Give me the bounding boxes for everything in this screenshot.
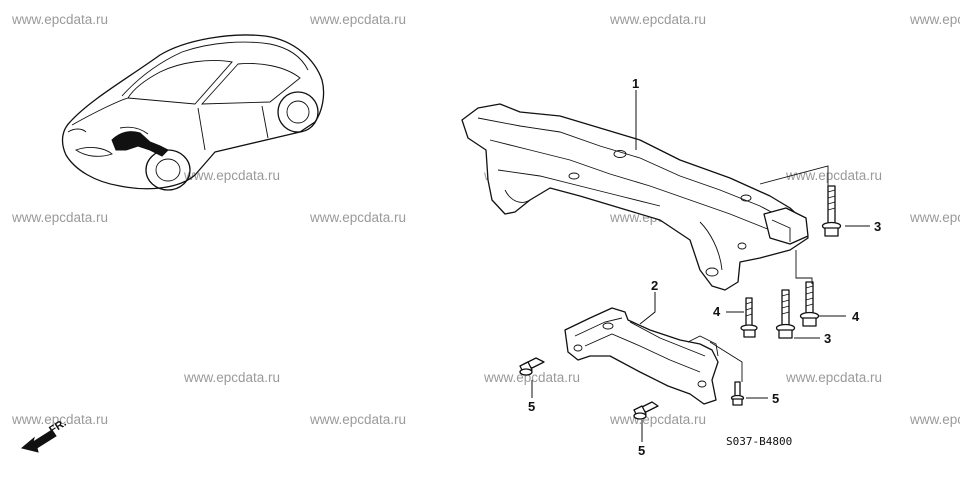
callout-1: 1: [632, 76, 639, 91]
callout-labels: 1 2 3 3 4 4 5 5 5: [528, 76, 881, 458]
watermark: www.epcdata.ru: [609, 412, 706, 427]
callout-3: 3: [824, 331, 831, 346]
callout-3: 3: [874, 219, 881, 234]
callout-4: 4: [852, 309, 860, 324]
watermark: www.epcdata.ru: [909, 210, 960, 225]
lower-brace: [564, 307, 719, 405]
watermark: www.epcdata.ru: [11, 210, 108, 225]
flange-bolt-icon: [730, 381, 745, 406]
watermark: www.epcdata.ru: [183, 370, 280, 385]
watermark: www.epcdata.ru: [309, 12, 406, 27]
flange-bolt-icon: [821, 185, 842, 237]
watermark: www.epcdata.ru: [785, 370, 882, 385]
watermark: www.epcdata.ru: [11, 12, 108, 27]
flange-bolt-icon: [633, 401, 659, 420]
watermark: www.epcdata.ru: [309, 412, 406, 427]
watermark: www.epcdata.ru: [183, 168, 280, 183]
flange-bolt-icon: [740, 297, 758, 338]
forward-arrow-icon: [20, 429, 57, 453]
callout-2: 2: [651, 278, 658, 293]
watermark: www.epcdata.ru: [909, 412, 960, 427]
watermark: www.epcdata.ru: [483, 370, 580, 385]
watermark-layer: www.epcdata.ru www.epcdata.ru www.epcdat…: [11, 12, 960, 427]
diagram-code: S037-B4800: [726, 435, 792, 448]
car-locator-illustration: [61, 34, 325, 191]
front-subframe: [461, 103, 809, 291]
watermark: www.epcdata.ru: [11, 412, 108, 427]
watermark: www.epcdata.ru: [785, 168, 882, 183]
flange-bolt-icon: [519, 357, 545, 376]
watermark: www.epcdata.ru: [309, 210, 406, 225]
callout-5: 5: [772, 391, 779, 406]
callout-5: 5: [638, 443, 645, 458]
watermark: www.epcdata.ru: [909, 12, 960, 27]
flange-bolt-icon: [775, 289, 796, 339]
watermark: www.epcdata.ru: [609, 12, 706, 27]
callout-5: 5: [528, 399, 535, 414]
callout-4: 4: [713, 304, 721, 319]
flange-bolt-icon: [799, 281, 820, 327]
leader-lines: [531, 90, 870, 442]
